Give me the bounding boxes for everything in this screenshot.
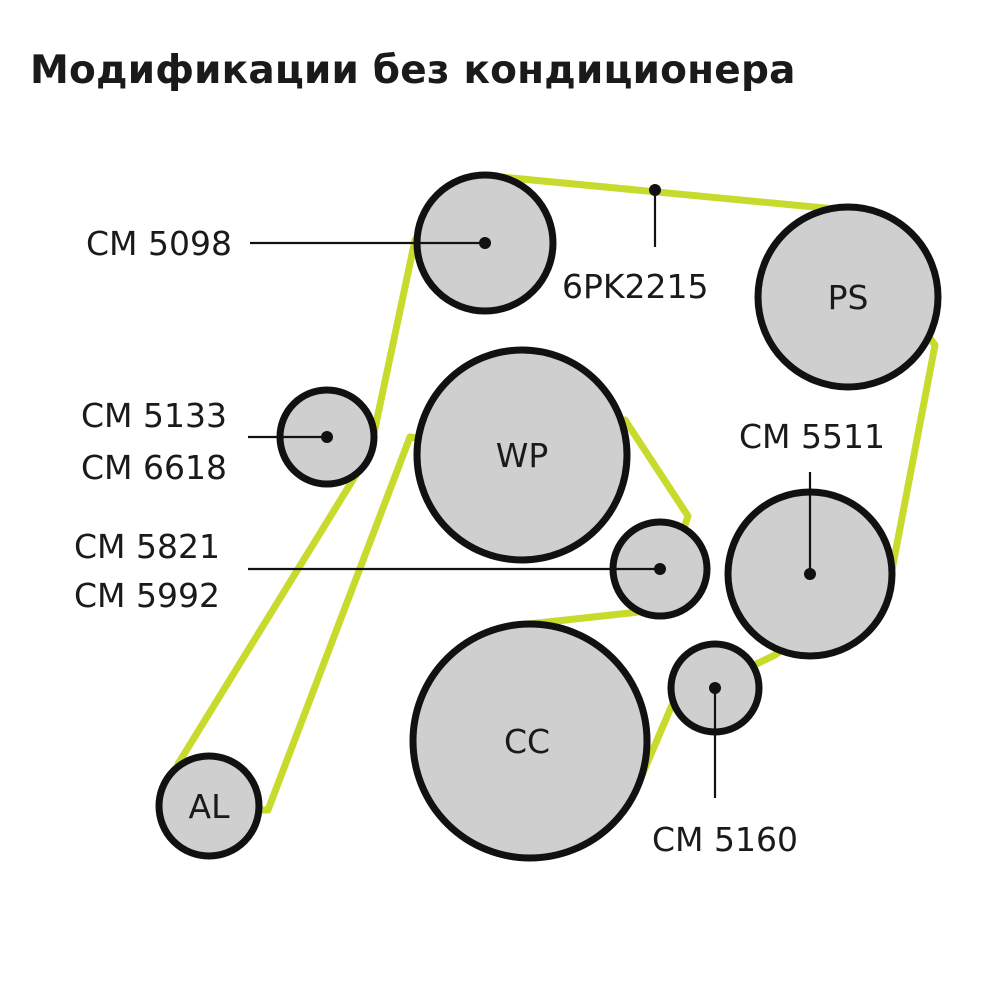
pulley-ps-label: PS — [828, 278, 869, 317]
dot-cm5160 — [709, 682, 721, 694]
pulley-wp-disc — [413, 346, 631, 564]
dot-cm5821 — [654, 563, 666, 575]
callout-cm5821: CM 5821 — [74, 527, 220, 566]
pulley-ps: PS — [754, 203, 942, 391]
dot-6pk2215 — [649, 184, 661, 196]
callout-cm6618: CM 6618 — [81, 448, 227, 487]
callout-cm5511: CM 5511 — [739, 417, 885, 456]
callout-cm5133: CM 5133 — [81, 396, 227, 435]
pulley-cc-label: CC — [504, 722, 550, 761]
pulley-al: AL — [155, 752, 263, 860]
callout-cm5992: CM 5992 — [74, 576, 220, 615]
pulley-cc: CC — [409, 620, 651, 862]
dot-cm5511 — [804, 568, 816, 580]
callout-cm5160: CM 5160 — [652, 820, 798, 859]
pulley-al-label: AL — [189, 787, 231, 826]
pulley-wp: WP — [413, 346, 631, 564]
callout-cm5098: CM 5098 — [86, 224, 232, 263]
pulley-wp-label: WP — [496, 436, 549, 475]
pulley-al-disc — [155, 752, 263, 860]
dot-cm5098 — [479, 237, 491, 249]
callout-6pk2215: 6PK2215 — [562, 267, 709, 306]
pulley-cc-disc — [409, 620, 651, 862]
dot-cm5133 — [321, 431, 333, 443]
page-title: Модификации без кондиционера — [30, 48, 796, 93]
pulley-ps-disc — [754, 203, 942, 391]
